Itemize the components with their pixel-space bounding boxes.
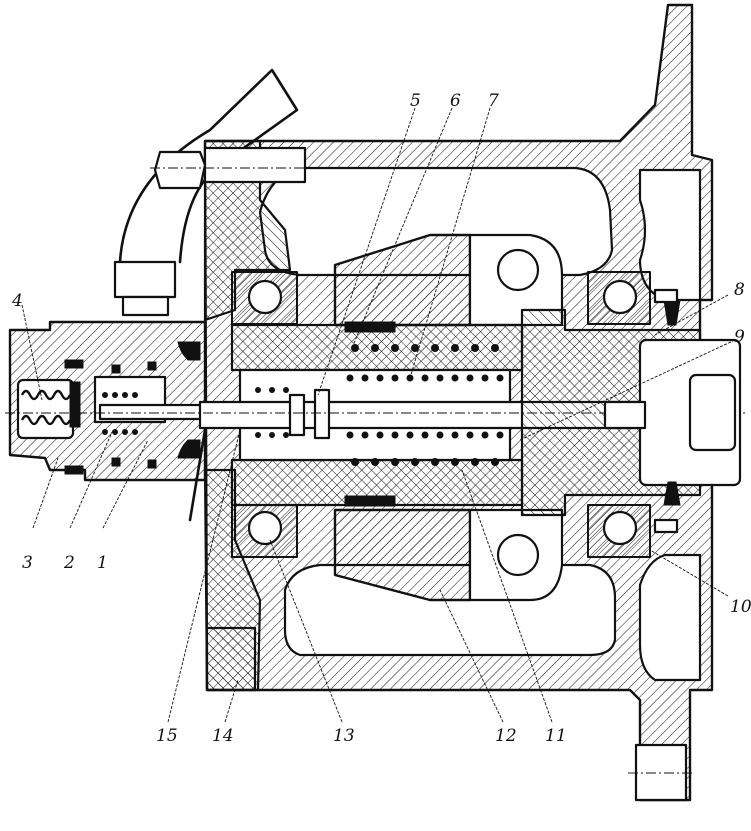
leader-6: [351, 107, 453, 349]
leader-13: [269, 539, 343, 723]
pipe-elbow-outline: [118, 68, 299, 264]
leader-3: [32, 457, 59, 529]
shaft-assembly: [5, 233, 745, 602]
callout-labels: 4 3 2 1 5 6 7 8 9 10 11 12 13 14 15: [11, 91, 751, 746]
callout-6: 6: [450, 91, 461, 111]
bolt-shank: [203, 146, 307, 184]
oil-pipe: [113, 68, 320, 317]
callout-3: 3: [22, 553, 33, 573]
leader-11: [461, 469, 553, 723]
housing-cavity-lower-right: [638, 553, 702, 682]
cup-seal-bottom: [177, 439, 201, 459]
spring-part-2: [102, 392, 138, 435]
foot-hole: [634, 743, 688, 802]
callout-1: 1: [97, 553, 108, 573]
leader-10: [649, 549, 729, 597]
bearing-right-upper: [587, 271, 651, 325]
leader-9: [519, 339, 736, 441]
callout-9: 9: [734, 327, 745, 347]
spring-part-4: [20, 389, 72, 426]
set-screw-upper: [653, 288, 679, 304]
leader-7: [409, 107, 491, 379]
leader-5: [317, 107, 416, 396]
pipe-fitting-base: [121, 295, 170, 317]
seal-bottom-3: [147, 459, 157, 469]
leader-lines: [21, 107, 736, 723]
leader-8: [654, 294, 729, 336]
callout-8: 8: [734, 280, 745, 300]
seal-top-2: [111, 364, 121, 374]
pipe-fitting: [113, 260, 177, 299]
oil-channel: [188, 428, 207, 522]
callout-14: 14: [212, 726, 234, 746]
seal-bottom-2: [111, 457, 121, 467]
callout-4: 4: [11, 291, 23, 311]
shaft-end: [603, 400, 647, 430]
bearing-right-lower: [587, 504, 651, 558]
part-14-flange: [205, 626, 257, 692]
lever-lower: [333, 508, 472, 602]
shaft-washer: [313, 388, 331, 440]
callout-5: 5: [410, 91, 421, 111]
bolt-nut: [153, 150, 207, 190]
seal-part-3: [69, 381, 81, 428]
seal-top-1: [64, 359, 84, 369]
callout-12: 12: [495, 726, 517, 746]
leader-2: [69, 431, 113, 529]
hub-end-slot: [688, 373, 737, 452]
shaft-collar: [288, 393, 306, 437]
leader-12: [439, 589, 504, 723]
pin-hole-upper: [496, 248, 540, 292]
bearing-left-upper: [231, 271, 298, 325]
cup-seal-top: [177, 341, 201, 361]
plug-part-10: [663, 481, 681, 506]
pin-hole-lower: [496, 533, 540, 577]
leader-14: [224, 679, 239, 723]
bearing-left-lower: [231, 504, 298, 558]
callout-10: 10: [730, 597, 751, 617]
seal-bottom-1: [64, 465, 84, 475]
callout-15: 15: [156, 726, 178, 746]
key-upper: [344, 321, 396, 333]
end-cap-cavity: [16, 378, 75, 440]
callout-13: 13: [333, 726, 355, 746]
seal-top-3: [147, 361, 157, 371]
leader-1: [102, 439, 149, 529]
set-screw-lower: [653, 518, 679, 534]
leader-15: [167, 429, 241, 723]
key-lower: [344, 495, 396, 507]
callout-11: 11: [545, 726, 567, 746]
callout-7: 7: [488, 91, 499, 111]
callout-2: 2: [63, 553, 75, 573]
leader-4: [21, 304, 43, 401]
springs-part-6-11: [255, 344, 504, 466]
